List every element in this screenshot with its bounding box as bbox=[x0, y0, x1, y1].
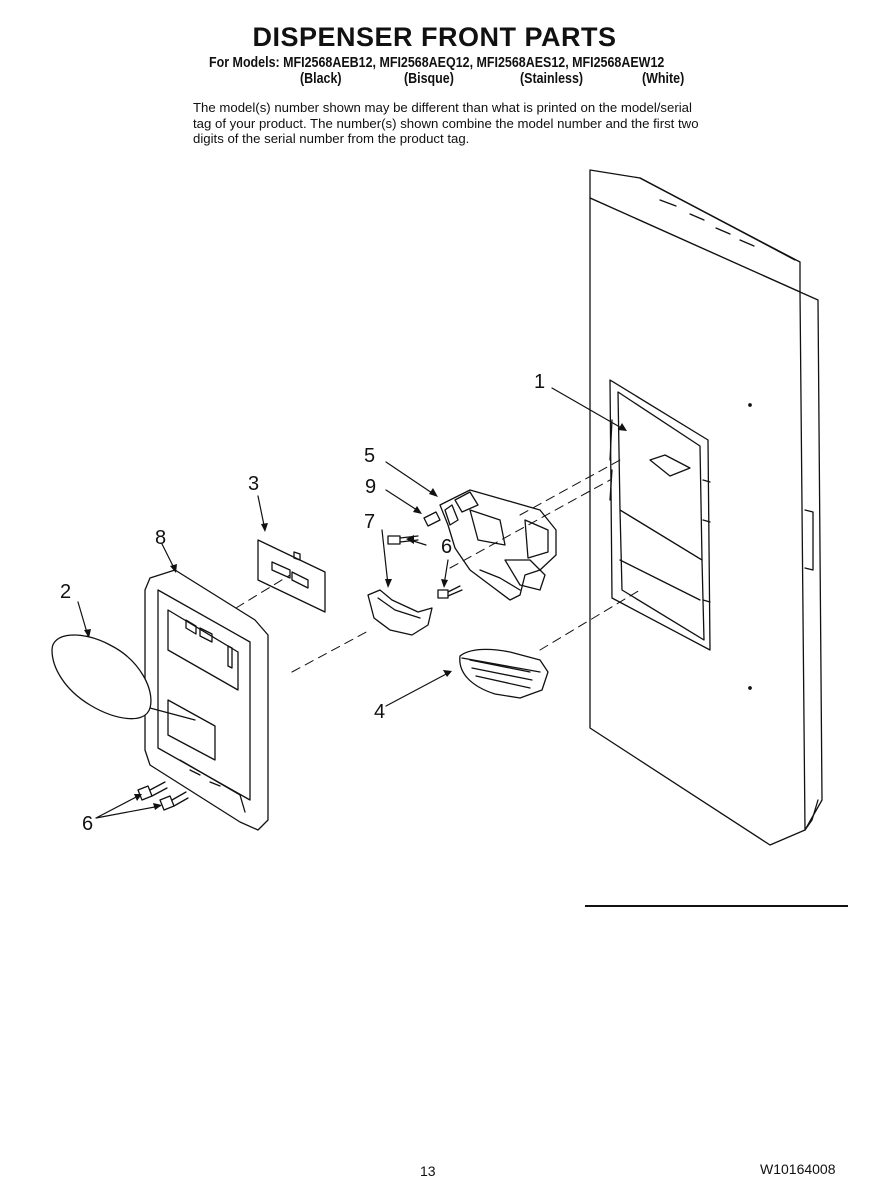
callout-1: 1 bbox=[534, 371, 545, 393]
model-colors: (Black) (Bisque) (Stainless) (White) bbox=[0, 71, 869, 89]
callout-9: 9 bbox=[365, 476, 376, 498]
color-bisque-label: (Bisque) bbox=[404, 71, 454, 87]
callout-6-upper: 6 bbox=[441, 536, 452, 558]
page-title: DISPENSER FRONT PARTS bbox=[252, 22, 617, 52]
color-stainless-label: (Stainless) bbox=[520, 71, 584, 87]
dispenser-paddle-part-2 bbox=[51, 634, 196, 721]
callout-4: 4 bbox=[374, 701, 385, 723]
callout-7: 7 bbox=[364, 511, 375, 533]
document-number: W10164008 bbox=[760, 1161, 836, 1177]
callout-2: 2 bbox=[60, 581, 71, 603]
ice-chute-guide-part-7 bbox=[367, 589, 433, 636]
control-board-part-3 bbox=[257, 539, 326, 613]
screw-part-6 bbox=[137, 535, 463, 811]
models-line: For Models: MFI2568AEB12, MFI2568AEQ12, … bbox=[208, 55, 665, 71]
dispenser-actuator-assembly bbox=[439, 489, 557, 601]
separator-rule bbox=[585, 905, 848, 907]
refrigerator-door bbox=[589, 169, 823, 846]
callout-6-lower: 6 bbox=[82, 813, 93, 835]
color-black-label: (Black) bbox=[300, 71, 342, 87]
page-number: 13 bbox=[420, 1163, 436, 1179]
callout-5: 5 bbox=[364, 445, 375, 467]
color-white-label: (White) bbox=[642, 71, 685, 87]
drip-tray-part-4 bbox=[459, 648, 549, 699]
dispenser-housing-part-8 bbox=[144, 569, 269, 831]
bracket-part-9 bbox=[423, 511, 441, 527]
model-number-note: The model(s) number shown may be differe… bbox=[193, 100, 699, 146]
callout-8: 8 bbox=[155, 527, 166, 549]
callout-3: 3 bbox=[248, 473, 259, 495]
